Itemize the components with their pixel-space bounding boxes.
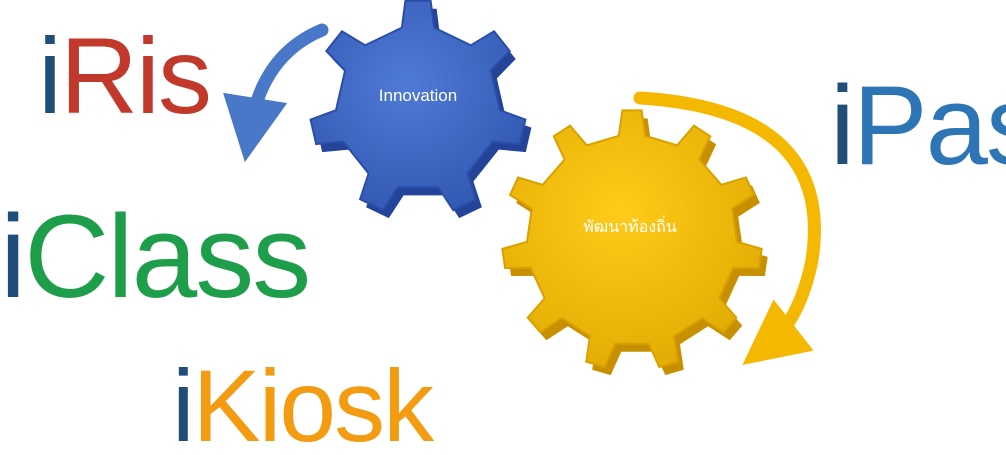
brand-iclass-prefix: i: [0, 191, 26, 323]
gear-innovation: Innovation: [309, 0, 532, 219]
brand-iclass: iClass: [0, 198, 311, 316]
brand-ipas: iPas: [830, 70, 1006, 182]
gear-innovation-label: Innovation: [379, 86, 457, 105]
brand-iris: iRis: [38, 22, 212, 130]
gear-local-development-label: พัฒนาท้องถิ่น: [583, 215, 677, 236]
brand-iclass-name: Class: [24, 191, 311, 323]
brand-ikiosk-prefix: i: [172, 349, 195, 455]
gear-local-development: พัฒนาท้องถิ่น: [501, 109, 768, 376]
brand-ikiosk: iKiosk: [172, 355, 434, 455]
brand-ipas-name: Pas: [852, 63, 1006, 188]
rotation-arrow-blue: [223, 23, 329, 163]
brand-ikiosk-name: Kiosk: [192, 349, 434, 455]
brand-iris-prefix: i: [38, 15, 62, 136]
rotation-arrow-yellow: [633, 91, 821, 366]
brand-ipas-prefix: i: [830, 63, 855, 188]
brand-iris-name: Ris: [60, 15, 212, 136]
